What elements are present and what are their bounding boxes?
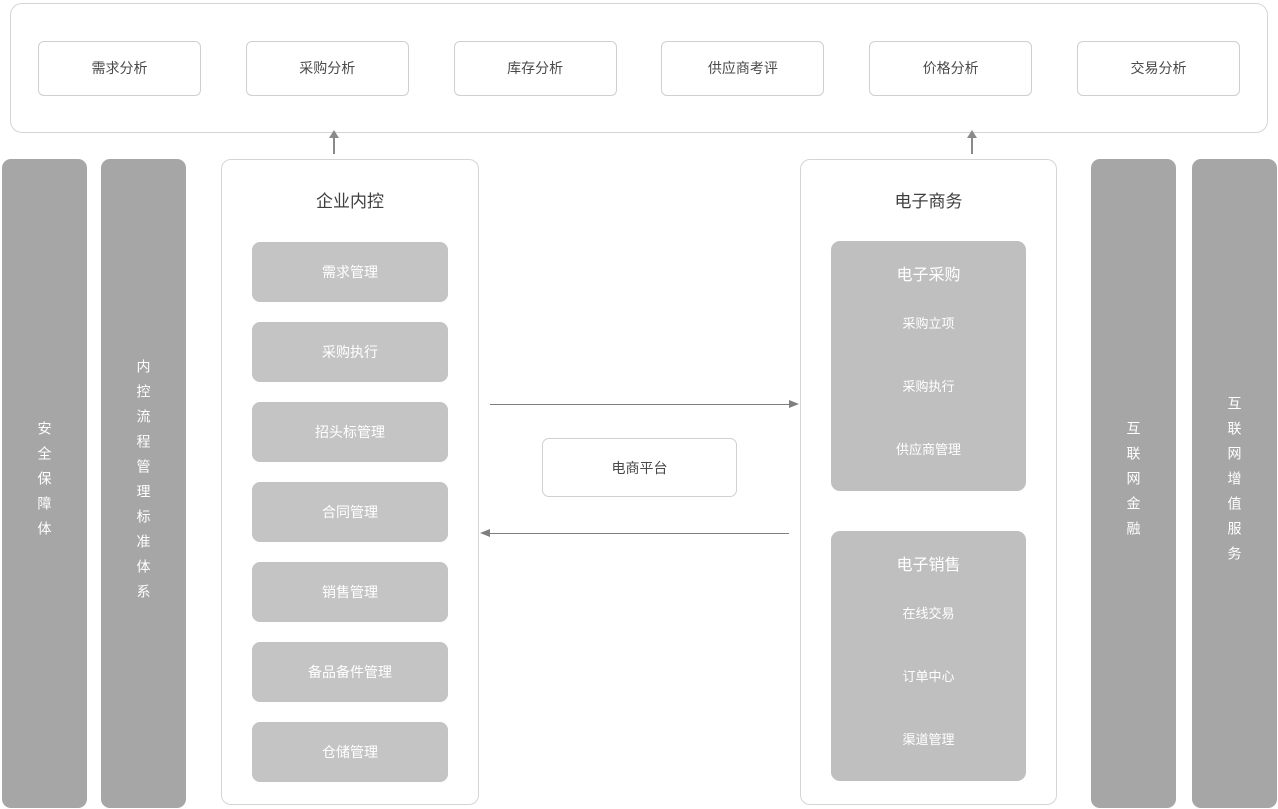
analysis-box-transaction: 交易分析 xyxy=(1076,40,1240,96)
e-procurement-item-list: 采购立项 采购执行 供应商管理 xyxy=(831,313,1026,458)
analysis-box-supplier-evaluation: 供应商考评 xyxy=(661,40,825,96)
internal-control-item-demand-mgmt: 需求管理 xyxy=(252,242,448,302)
e-procurement-item-supplier-mgmt: 供应商管理 xyxy=(895,442,961,457)
e-sales-item-channel-mgmt: 渠道管理 xyxy=(902,732,955,747)
analysis-box-demand: 需求分析 xyxy=(38,40,201,96)
ecommerce-panel: 电子商务 电子采购 采购立项 采购执行 供应商管理 电子销售 在线交易 订单中心… xyxy=(800,159,1057,805)
internal-control-item-bidding-mgmt: 招头标管理 xyxy=(252,402,448,462)
e-sales-group: 电子销售 在线交易 订单中心 渠道管理 xyxy=(831,531,1026,781)
bar-internal-control-standards-label: 内控流程管理标准体系 xyxy=(135,358,152,609)
internal-control-item-spare-parts-mgmt: 备品备件管理 xyxy=(252,642,448,702)
analysis-box-price: 价格分析 xyxy=(869,40,1033,96)
e-sales-item-order-center: 订单中心 xyxy=(902,669,955,684)
left-arrow-icon xyxy=(480,528,789,537)
e-sales-item-online-trading: 在线交易 xyxy=(902,606,955,621)
ecommerce-platform-box: 电商平台 xyxy=(542,438,737,497)
ecommerce-panel-title: 电子商务 xyxy=(894,192,963,211)
e-procurement-item-project-initiation: 采购立项 xyxy=(902,316,955,331)
e-procurement-group-title: 电子采购 xyxy=(896,267,961,284)
bar-internet-finance-label: 互联网金融 xyxy=(1125,421,1142,546)
e-procurement-group: 电子采购 采购立项 采购执行 供应商管理 xyxy=(831,241,1026,491)
bar-internal-control-standards: 内控流程管理标准体系 xyxy=(101,159,186,808)
internal-control-item-warehouse-mgmt: 仓储管理 xyxy=(252,722,448,782)
e-sales-item-list: 在线交易 订单中心 渠道管理 xyxy=(831,603,1026,748)
bar-internet-value-added-services-label: 互联网增值服务 xyxy=(1226,396,1243,571)
right-arrow-icon xyxy=(490,399,799,408)
internal-control-item-list: 需求管理 采购执行 招头标管理 合同管理 销售管理 备品备件管理 仓储管理 xyxy=(222,242,478,782)
e-sales-group-title: 电子销售 xyxy=(896,557,961,574)
up-arrow-icon-internal-control xyxy=(329,130,339,154)
e-procurement-item-procurement-exec: 采购执行 xyxy=(902,379,955,394)
internal-control-panel-title: 企业内控 xyxy=(316,192,384,211)
internal-control-panel: 企业内控 需求管理 采购执行 招头标管理 合同管理 销售管理 备品备件管理 仓储… xyxy=(221,159,479,805)
analysis-box-inventory: 库存分析 xyxy=(453,40,617,96)
analysis-row-panel: 需求分析 采购分析 库存分析 供应商考评 价格分析 交易分析 xyxy=(10,3,1268,133)
internal-control-item-procurement-exec: 采购执行 xyxy=(252,322,448,382)
bar-security-assurance-label: 安全保障体 xyxy=(36,421,53,546)
analysis-box-procurement: 采购分析 xyxy=(245,40,409,96)
bar-internet-value-added-services: 互联网增值服务 xyxy=(1192,159,1277,808)
internal-control-item-sales-mgmt: 销售管理 xyxy=(252,562,448,622)
internal-control-item-contract-mgmt: 合同管理 xyxy=(252,482,448,542)
bar-internet-finance: 互联网金融 xyxy=(1091,159,1176,808)
bar-security-assurance: 安全保障体 xyxy=(2,159,87,808)
up-arrow-icon-ecommerce xyxy=(967,130,977,154)
